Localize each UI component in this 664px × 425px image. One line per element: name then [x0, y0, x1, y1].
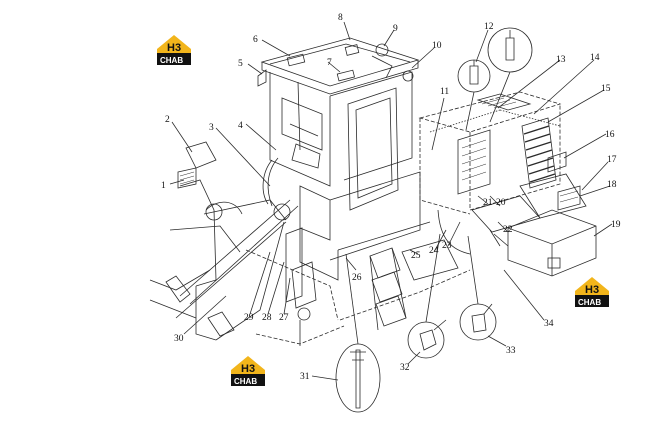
callout-3: 3	[209, 123, 214, 133]
callout-10: 10	[432, 41, 442, 51]
callout-21: 21	[483, 198, 493, 208]
logo-right: H3 CHAB	[575, 277, 609, 307]
svg-text:H3: H3	[585, 284, 599, 296]
callout-11: 11	[440, 87, 449, 97]
callout-28: 28	[262, 313, 272, 323]
svg-text:H3: H3	[241, 363, 255, 375]
callout-1: 1	[161, 181, 166, 191]
callout-26: 26	[352, 273, 362, 283]
callout-33: 33	[506, 346, 516, 356]
callout-12: 12	[484, 22, 494, 32]
callout-9: 9	[393, 24, 398, 34]
callout-23: 23	[442, 241, 452, 251]
callout-27: 27	[279, 313, 289, 323]
callout-2: 2	[165, 115, 170, 125]
callout-17: 17	[607, 155, 617, 165]
callout-22: 22	[503, 225, 513, 235]
logo-bottom-left: H3 CHAB	[231, 356, 265, 386]
callout-labels: 1 2 3 4 5 6 7 8 9 10 11 12 13 14 15 16 1…	[161, 13, 621, 382]
callout-13: 13	[556, 55, 566, 65]
callout-24: 24	[429, 246, 439, 256]
callout-31: 31	[300, 372, 310, 382]
callout-32: 32	[400, 363, 410, 373]
callout-6: 6	[253, 35, 258, 45]
callout-14: 14	[590, 53, 600, 63]
svg-text:CHAB: CHAB	[578, 298, 601, 307]
callout-19: 19	[611, 220, 621, 230]
callout-4: 4	[238, 121, 243, 131]
svg-text:H3: H3	[167, 42, 181, 54]
callout-5: 5	[238, 59, 243, 69]
machine-drawing	[149, 21, 613, 413]
callout-15: 15	[601, 84, 611, 94]
logo-top-left: H3 CHAB	[157, 35, 191, 65]
callout-7: 7	[327, 58, 332, 68]
callout-18: 18	[607, 180, 617, 190]
callout-8: 8	[338, 13, 343, 23]
callout-16: 16	[605, 130, 615, 140]
callout-29: 29	[244, 313, 254, 323]
callout-25: 25	[411, 251, 421, 261]
svg-text:CHAB: CHAB	[234, 377, 257, 386]
callout-20: 20	[496, 198, 506, 208]
callout-30: 30	[174, 334, 184, 344]
svg-text:CHAB: CHAB	[160, 56, 183, 65]
callout-34: 34	[544, 319, 554, 329]
